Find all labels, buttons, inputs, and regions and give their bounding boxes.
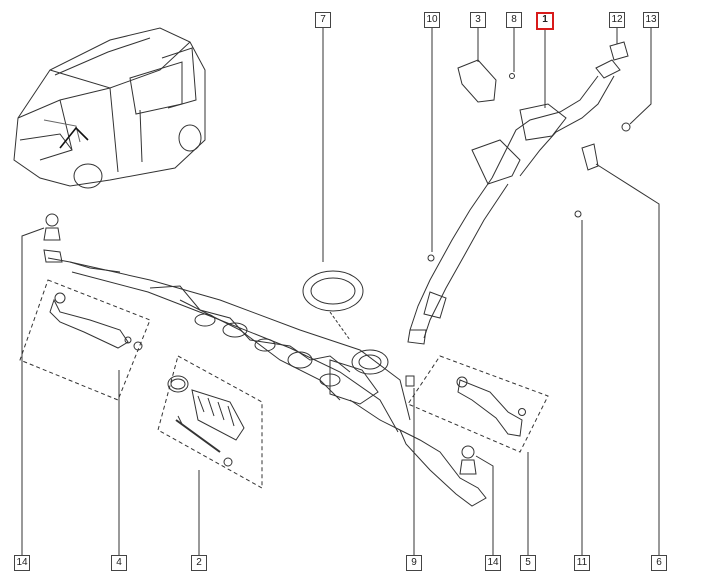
steering-rack-drawing	[43, 213, 411, 433]
callout-6[interactable]: 6	[651, 555, 667, 571]
callout-14-left[interactable]: 14	[14, 555, 30, 571]
steering-column-drawing	[405, 41, 631, 387]
callout-10[interactable]: 10	[424, 12, 440, 28]
tie-rod-lower-right	[399, 428, 487, 507]
tie-rod-end-left-group	[19, 279, 151, 401]
callout-11[interactable]: 11	[574, 555, 590, 571]
callout-3[interactable]: 3	[470, 12, 486, 28]
callout-4[interactable]: 4	[111, 555, 127, 571]
callout-5[interactable]: 5	[520, 555, 536, 571]
callout-14-mid[interactable]: 14	[485, 555, 501, 571]
callout-1[interactable]: 1	[536, 12, 554, 30]
bellows-kit-group	[157, 355, 263, 489]
callout-7[interactable]: 7	[315, 12, 331, 28]
callout-12[interactable]: 12	[609, 12, 625, 28]
callout-13[interactable]: 13	[643, 12, 659, 28]
vehicle-thumbnail	[13, 27, 206, 189]
callout-9[interactable]: 9	[406, 555, 422, 571]
callout-leaders	[21, 27, 660, 563]
callout-8[interactable]: 8	[506, 12, 522, 28]
callout-2[interactable]: 2	[191, 555, 207, 571]
tie-rod-end-right-group	[407, 355, 549, 453]
